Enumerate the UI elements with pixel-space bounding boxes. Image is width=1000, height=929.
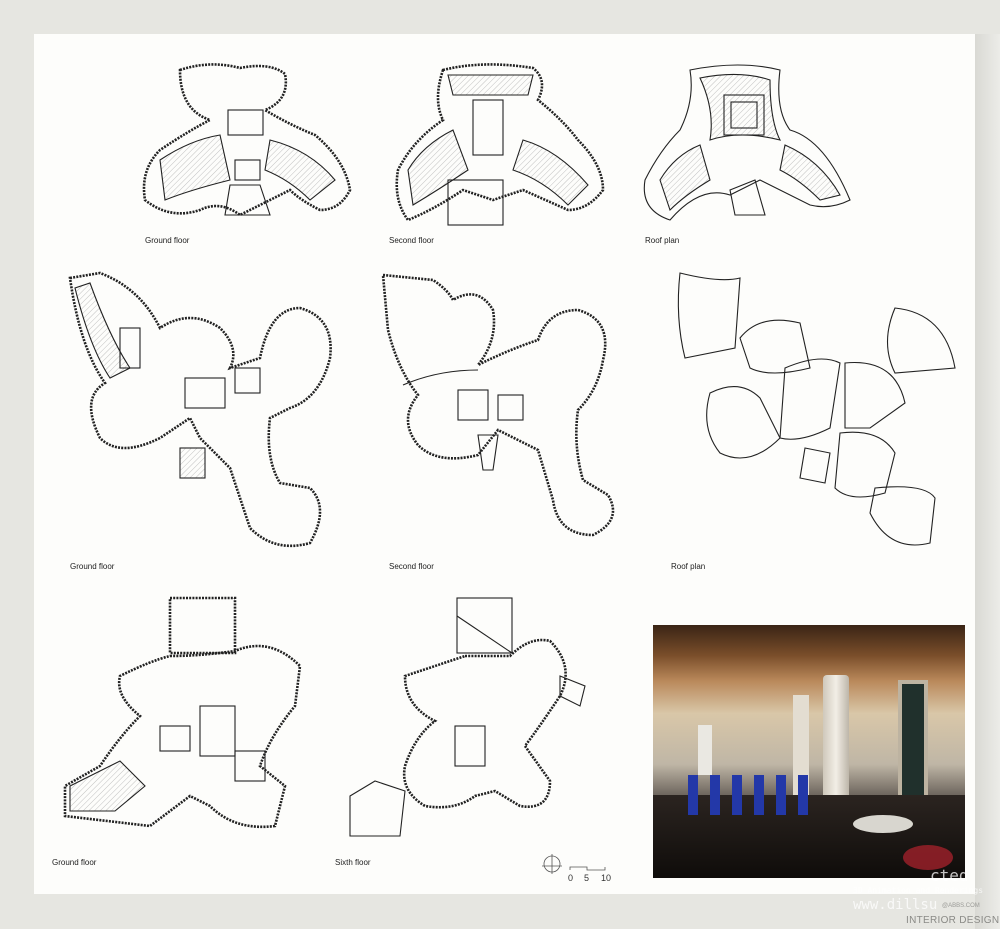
caption: Second floor <box>389 562 434 571</box>
scale-label: 0 <box>568 873 574 883</box>
watermark: cted <box>930 866 969 885</box>
cafe-interior-photo <box>653 625 965 878</box>
floor-plan-ground-floor-row3 <box>63 596 302 829</box>
watermark-site: @ABBS.COM <box>942 903 980 909</box>
watermark: www.dillsu <box>853 897 938 913</box>
floor-plan-ground-floor-row1 <box>142 63 352 217</box>
caption: Ground floor <box>70 562 115 571</box>
scale-label: 10 <box>601 873 612 883</box>
caption: Second floor <box>389 236 434 245</box>
floor-plan-sixth-floor-row3 <box>349 597 586 837</box>
north-arrow-icon <box>542 854 606 874</box>
floor-plan-roof-plan-row1 <box>643 64 851 221</box>
roof-plan-row2 <box>677 272 956 546</box>
page-edge <box>975 34 1000 929</box>
floor-plan-second-floor-row2 <box>381 273 615 537</box>
watermark: 3D Animation and Renderings <box>853 886 984 895</box>
floor-plan-second-floor-row1 <box>395 63 605 226</box>
caption: Ground floor <box>145 236 190 245</box>
caption: Roof plan <box>671 562 706 571</box>
caption: Sixth floor <box>335 858 371 867</box>
caption: Roof plan <box>645 236 680 245</box>
scale-label: 5 <box>584 873 590 883</box>
watermark-brand: INTERIOR DESIGN <box>906 915 1000 926</box>
caption: Ground floor <box>52 858 97 867</box>
floor-plan-ground-floor-row2 <box>68 271 332 548</box>
